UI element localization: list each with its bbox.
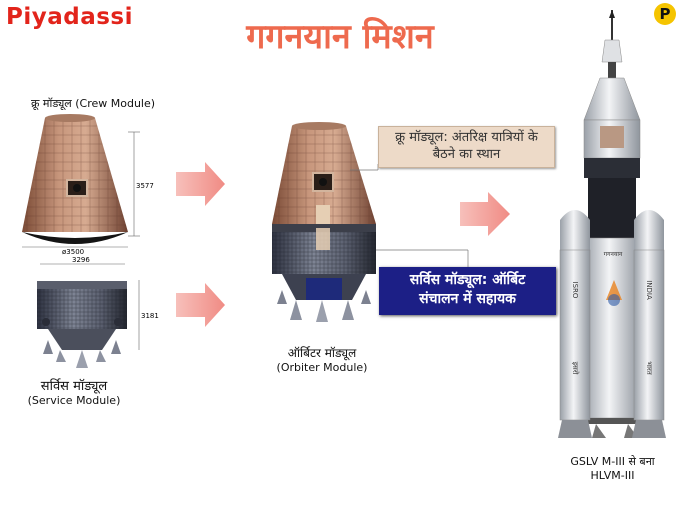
- service-height-dim: 3181: [141, 312, 159, 320]
- rocket-body-text: गगनयान: [604, 251, 623, 258]
- rocket-caption-line2: HLVM-III: [590, 469, 635, 482]
- orbiter-module: [272, 122, 376, 322]
- service-width-dim: 3296: [72, 256, 90, 264]
- brand-logo-text: Piyadassi: [6, 4, 134, 30]
- booster-left-label: ISRO: [571, 282, 579, 299]
- service-module-label-english: (Service Module): [27, 394, 121, 407]
- crew-callout-line2: बैठने का स्थान: [432, 147, 501, 162]
- flow-arrow-right: [460, 192, 510, 236]
- crew-callout-line1: क्रू मॉड्यूल: अंतरिक्ष यात्रियों के: [395, 130, 538, 145]
- booster-right-hindi: भारत: [645, 361, 653, 376]
- booster-left-hindi: इसरो: [571, 362, 580, 375]
- crew-width-dim: ø3500: [62, 248, 84, 256]
- flow-arrow-bottom: [176, 283, 225, 327]
- flow-arrow-top: [176, 162, 225, 206]
- service-module-label-hindi: सर्विस मॉड्यूल: [40, 379, 108, 394]
- service-module-callout: सर्विस मॉड्यूल: ऑर्बिट संचालन में सहायक: [379, 267, 556, 315]
- rocket-hlvm3: [558, 10, 666, 438]
- crew-module-callout: क्रू मॉड्यूल: अंतरिक्ष यात्रियों के बैठन…: [378, 126, 555, 168]
- crew-module-capsule: [22, 114, 128, 244]
- page-title: गगनयान मिशन: [246, 17, 434, 57]
- booster-right-label: INDIA: [645, 280, 653, 300]
- orbiter-module-label-hindi: ऑर्बिटर मॉड्यूल: [287, 346, 357, 360]
- crew-height-dim: 3577: [136, 182, 154, 190]
- service-module-body: [37, 263, 127, 368]
- rocket-caption-line1: GSLV M-III से बना: [570, 455, 655, 468]
- orbiter-module-label-english: (Orbiter Module): [276, 361, 368, 374]
- service-callout-line2: संचालन में सहायक: [419, 291, 516, 307]
- crew-module-label: क्रू मॉड्यूल (Crew Module): [30, 97, 156, 110]
- channel-badge-icon[interactable]: P: [654, 3, 676, 25]
- service-callout-line1: सर्विस मॉड्यूल: ऑर्बिट: [409, 272, 526, 288]
